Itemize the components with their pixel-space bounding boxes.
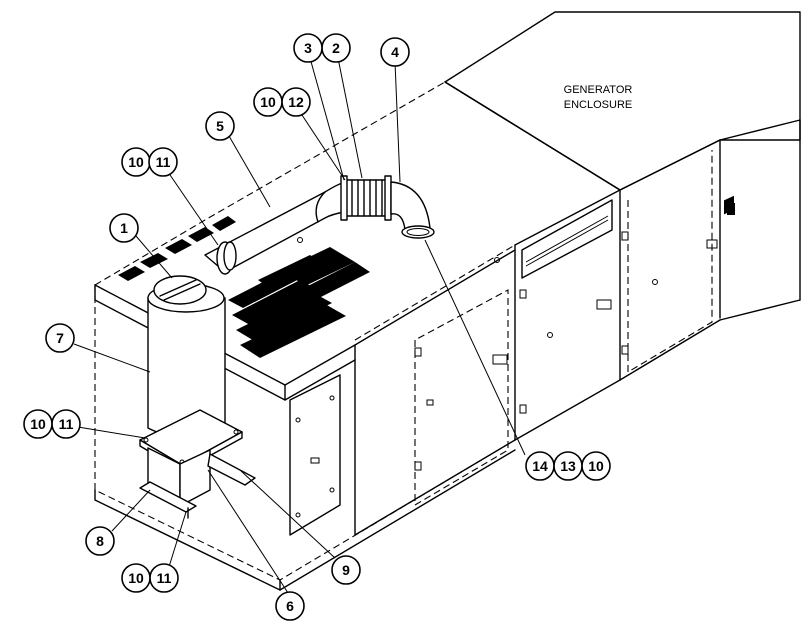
svg-text:11: 11 <box>59 416 74 432</box>
callout-10-c: 10 <box>23 409 53 439</box>
callout-6: 6 <box>275 591 305 621</box>
svg-text:10: 10 <box>588 458 604 474</box>
svg-text:3: 3 <box>304 40 312 56</box>
svg-text:10: 10 <box>260 94 276 110</box>
svg-text:5: 5 <box>216 118 224 134</box>
callout-11-b: 11 <box>148 147 178 177</box>
leader-lines <box>73 57 526 597</box>
svg-text:13: 13 <box>560 458 576 474</box>
svg-text:12: 12 <box>288 94 304 110</box>
svg-text:9: 9 <box>342 562 350 578</box>
callout-11-c: 11 <box>51 409 81 439</box>
flex-bellows <box>340 175 392 221</box>
svg-text:14: 14 <box>532 458 548 474</box>
callout-13: 13 <box>553 451 583 481</box>
svg-text:7: 7 <box>56 330 64 346</box>
callout-10-a: 10 <box>253 87 283 117</box>
exhaust-elbow <box>390 181 435 239</box>
callout-1: 1 <box>109 213 139 243</box>
callout-11-d: 11 <box>149 563 179 593</box>
svg-text:11: 11 <box>156 154 171 170</box>
svg-text:10: 10 <box>128 154 144 170</box>
enclosure-label-line1: GENERATOR <box>564 84 633 96</box>
callout-7: 7 <box>45 323 75 353</box>
svg-text:10: 10 <box>30 416 46 432</box>
muffler <box>139 275 243 472</box>
enclosure-label-line2: ENCLOSURE <box>564 99 632 111</box>
svg-text:2: 2 <box>332 40 340 56</box>
svg-text:6: 6 <box>286 598 294 614</box>
svg-text:1: 1 <box>120 220 128 236</box>
callout-10-e: 10 <box>581 451 611 481</box>
callout-9: 9 <box>331 555 361 585</box>
generator-enclosure: GENERATOR ENCLOSURE <box>444 11 801 441</box>
svg-text:11: 11 <box>157 570 172 586</box>
callout-10-d: 10 <box>121 563 151 593</box>
callout-3: 3 <box>293 33 323 63</box>
muffler-stand <box>139 447 256 519</box>
callout-5: 5 <box>205 111 235 141</box>
callout-10-b: 10 <box>121 147 151 177</box>
callout-2: 2 <box>321 33 351 63</box>
svg-text:10: 10 <box>128 570 144 586</box>
callout-14: 14 <box>525 451 555 481</box>
svg-text:4: 4 <box>391 44 399 60</box>
svg-text:8: 8 <box>96 533 104 549</box>
callout-8: 8 <box>85 526 115 556</box>
vent-grilles <box>118 216 370 358</box>
callout-12: 12 <box>281 87 311 117</box>
callout-4: 4 <box>380 37 410 67</box>
